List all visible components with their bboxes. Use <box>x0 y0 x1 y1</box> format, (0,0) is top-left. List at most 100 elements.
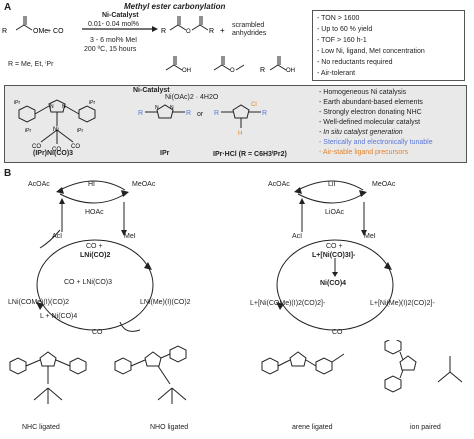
right-center-species: Ni(CO)4 <box>320 280 347 287</box>
right-mei: MeI <box>364 233 376 240</box>
iprhcl-label: IPr·HCl (R = C6H3ⁱPr2) <box>213 151 287 158</box>
reaction-mei: 3 - 6 mol% MeI <box>90 37 138 44</box>
left-hi: HI <box>88 181 95 188</box>
catalyst-feature: - Earth abundant-based elements <box>319 99 423 106</box>
left-acoac: AcOAc <box>28 181 50 188</box>
left-mei: MeI <box>124 233 136 240</box>
catalyst-feature: - Strongly electron donating NHC <box>319 109 422 116</box>
right-cycle-ring <box>276 239 394 331</box>
co-ligand-2: CO <box>71 144 80 150</box>
arene-ligated-structure <box>261 351 345 375</box>
reaction-loading: 0.01- 0.04 mol% <box>88 21 139 28</box>
right-acoac: AcOAc <box>268 181 290 188</box>
catalyst-feature: - Well-defined molecular catalyst <box>319 119 421 126</box>
ester-reactant <box>15 16 33 31</box>
side-products <box>165 56 287 71</box>
product-r2-label: R <box>209 28 214 35</box>
or-label: or <box>197 111 204 118</box>
svg-text:O: O <box>186 29 191 35</box>
left-meoac: MeOAc <box>132 181 156 188</box>
right-co: CO <box>332 329 343 336</box>
ipr-ni-co3-label: (IPr)Ni(CO)3 <box>33 150 74 157</box>
ipr-ni-co3-structure: N N iPr iPr iPr iPr Ni CO CO CO R R N N … <box>14 99 267 153</box>
ion-paired-structure <box>384 340 463 393</box>
reaction-byproduct: scrambled anhydrides <box>232 22 267 37</box>
iprhcl-r-left: R <box>214 110 219 117</box>
label-nhc-ligated: NHC ligated <box>22 424 60 431</box>
product-plus: + <box>220 26 225 35</box>
ipr-label: IPr <box>160 150 170 157</box>
catalyst-box-title: Ni-Catalyst <box>133 87 170 94</box>
catalyst-feature-air-stable: - Air-stable ligand precursors <box>319 149 409 156</box>
catalyst-feature-tunable: - Sterically and electronically tunable <box>319 139 433 146</box>
label-ion-paired: ion paired <box>410 424 441 431</box>
carbonylation-reaction-scheme: R OMe + CO R O R + OH O OH R <box>2 16 295 74</box>
label-nho-ligated: NHO ligated <box>150 424 189 431</box>
left-aci: AcI <box>52 233 63 240</box>
reactant-ome-label: OMe <box>33 28 48 35</box>
right-lii: LiI <box>328 181 336 188</box>
left-cycle-ring <box>36 239 154 331</box>
r-definition: R = Me, Et, ⁱPr <box>8 61 54 68</box>
ipr-sub-1: iPr <box>14 100 20 106</box>
left-left-species: CO + LNi(CO)3 <box>64 279 113 286</box>
ipr-r-right: R <box>186 110 191 117</box>
reaction-features-box: - TON > 1600 - Up to 60 % yield - TOF > … <box>312 10 465 81</box>
right-lioac: LiOAc <box>325 209 345 216</box>
product-r1-label: R <box>161 28 166 35</box>
left-top-arc-2 <box>59 193 126 204</box>
left-right-species: LNi(Me)(I)(CO)2 <box>140 299 191 306</box>
left-catalytic-cycle <box>36 180 154 332</box>
label-arene-ligated: arene ligated <box>292 424 333 431</box>
feature-line: - Up to 60 % yield <box>317 26 373 33</box>
side-r-label: R <box>260 67 265 74</box>
right-bottom-species: L+[Ni(COMe)(I)2(CO)2]- <box>250 300 326 307</box>
n-atom-right: N <box>62 104 66 110</box>
ni-atom: Ni <box>53 127 59 133</box>
catalyst-feature: - In situ catalyst generation <box>319 129 403 136</box>
feature-line: - Low Ni, ligand, MeI concentration <box>317 48 425 55</box>
svg-text:OH: OH <box>182 68 191 74</box>
reaction-catalyst-label: Ni-Catalyst <box>102 12 139 19</box>
left-top-species-1: CO + <box>86 243 103 250</box>
anhydride-product <box>169 16 209 31</box>
iprhcl-cl: Cl <box>251 102 257 108</box>
reaction-conditions: 200 ºC, 15 hours <box>84 46 137 53</box>
left-top-arc-1 <box>59 180 126 191</box>
feature-line: - TOF > 160 h-1 <box>317 37 367 44</box>
left-co: CO <box>92 329 103 336</box>
right-aci: AcI <box>292 233 303 240</box>
co-ligand-1: CO <box>32 144 41 150</box>
left-top-species-2: LNi(CO)2 <box>80 252 111 259</box>
svg-text:OH: OH <box>286 68 295 74</box>
nhc-ligated-structure <box>9 351 87 404</box>
svg-text:O: O <box>230 68 235 74</box>
bottom-complex-structures <box>9 340 463 404</box>
reactant-r-label: R <box>2 28 7 35</box>
catalyst-feature: - Homogeneous Ni catalysis <box>319 89 407 96</box>
ipr-sub-2: iPr <box>89 100 95 106</box>
iprhcl-r-right: R <box>262 110 267 117</box>
ipr-n-left: N <box>155 105 159 111</box>
right-catalytic-cycle <box>276 180 394 331</box>
right-top-species-1: CO + <box>326 243 343 250</box>
ipr-sub-3: iPr <box>25 128 31 134</box>
left-hoac: HOAc <box>85 209 104 216</box>
n-atom-left: N <box>50 104 54 110</box>
right-top-species-2: L+[Ni(CO)3I]- <box>312 252 356 259</box>
co-ligand-3: CO <box>52 147 61 153</box>
catalyst-features-list: - Homogeneous Ni catalysis - Earth abund… <box>319 88 433 158</box>
reactant-plus-co: + CO <box>47 28 64 35</box>
ni-source-label: Ni(OAc)2 · 4H2O <box>165 94 219 101</box>
feature-line: - No reductants required <box>317 59 393 66</box>
feature-line: - TON > 1600 <box>317 15 360 22</box>
nho-ligated-structure <box>114 345 187 404</box>
ipr-sub-4: iPr <box>77 128 83 134</box>
ipr-r-left: R <box>138 110 143 117</box>
left-bottom-species-2: L + Ni(CO)4 <box>40 313 78 320</box>
ni-catalyst-box: Ni-Catalyst N N iPr iPr iPr iPr Ni CO CO… <box>4 85 467 163</box>
iprhcl-h: H <box>238 131 242 137</box>
ipr-n-right: N <box>170 105 174 111</box>
feature-line: - Air-tolerant <box>317 70 356 77</box>
right-right-species: L+[Ni(Me)(I)2(CO)2]- <box>370 300 435 307</box>
